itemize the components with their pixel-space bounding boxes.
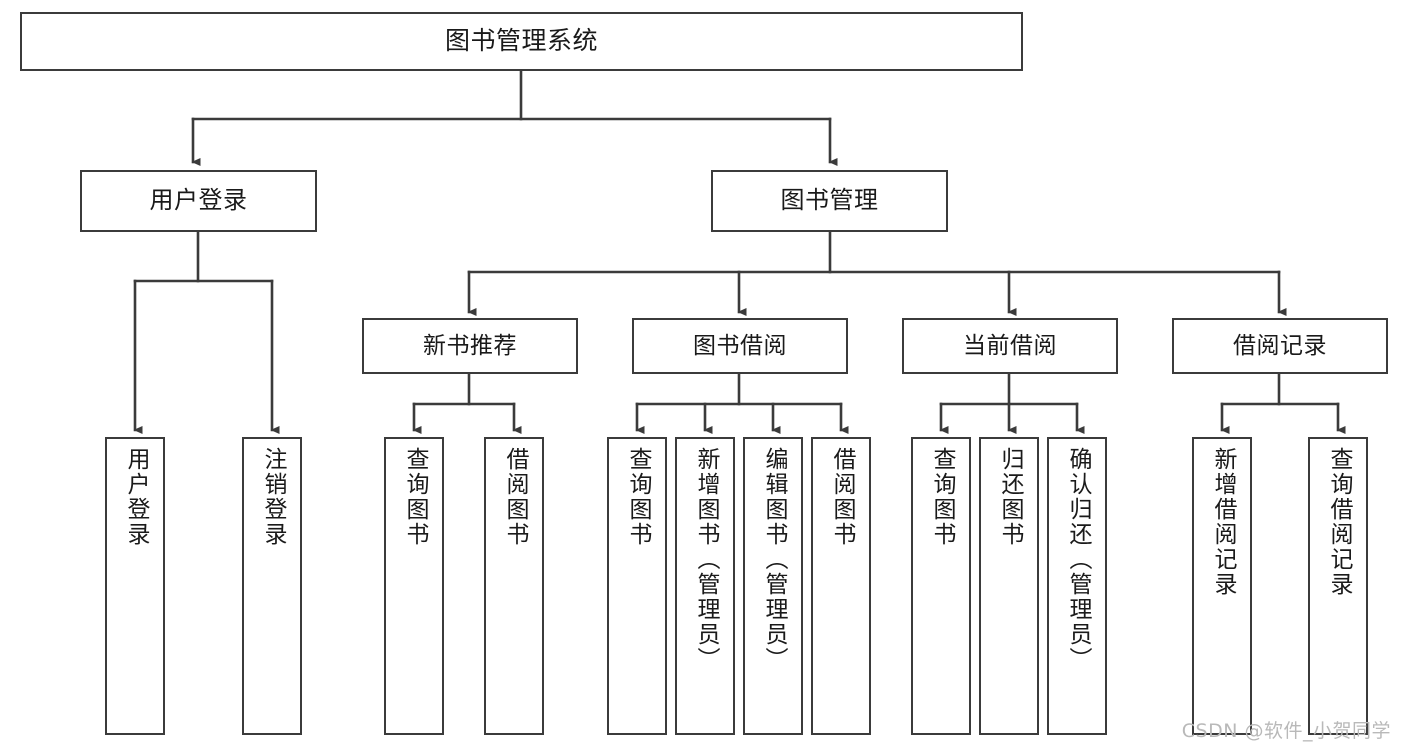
node-leaf-query-record[interactable]: 查询借阅记录	[1308, 437, 1368, 735]
node-leaf-add-record-label: 新增借阅记录	[1209, 447, 1236, 597]
node-leaf-edit-book[interactable]: 编辑图书（管理员）	[743, 437, 803, 735]
node-leaf-user-login-label: 用户登录	[122, 447, 149, 547]
node-leaf-confirm-return-label: 确认归还（管理员）	[1064, 447, 1091, 672]
node-leaf-query-book-1[interactable]: 查询图书	[384, 437, 444, 735]
node-leaf-borrow-book-2-label: 借阅图书	[828, 447, 855, 547]
node-borrow-record[interactable]: 借阅记录	[1172, 318, 1388, 374]
node-leaf-add-book-label: 新增图书（管理员）	[692, 447, 719, 672]
node-leaf-query-book-3[interactable]: 查询图书	[911, 437, 971, 735]
node-leaf-return-book[interactable]: 归还图书	[979, 437, 1039, 735]
node-user-login[interactable]: 用户登录	[80, 170, 317, 232]
node-book-management-label: 图书管理	[780, 186, 879, 215]
node-borrow-record-label: 借阅记录	[1233, 332, 1327, 359]
node-leaf-confirm-return[interactable]: 确认归还（管理员）	[1047, 437, 1107, 735]
node-book-borrow[interactable]: 图书借阅	[632, 318, 848, 374]
node-leaf-return-book-label: 归还图书	[996, 447, 1023, 547]
node-new-book-recommend-label: 新书推荐	[423, 332, 517, 359]
node-book-management[interactable]: 图书管理	[711, 170, 948, 232]
node-book-borrow-label: 图书借阅	[693, 332, 787, 359]
node-leaf-user-logout-label: 注销登录	[259, 447, 286, 547]
node-leaf-user-logout[interactable]: 注销登录	[242, 437, 302, 735]
node-root-system[interactable]: 图书管理系统	[20, 12, 1023, 71]
node-new-book-recommend[interactable]: 新书推荐	[362, 318, 578, 374]
node-leaf-query-book-2-label: 查询图书	[624, 447, 651, 547]
node-current-borrow-label: 当前借阅	[963, 332, 1057, 359]
node-leaf-borrow-book-2[interactable]: 借阅图书	[811, 437, 871, 735]
node-leaf-borrow-book-1[interactable]: 借阅图书	[484, 437, 544, 735]
node-leaf-add-record[interactable]: 新增借阅记录	[1192, 437, 1252, 735]
node-leaf-query-book-3-label: 查询图书	[928, 447, 955, 547]
csdn-watermark: CSDN @软件_小贺同学	[1181, 720, 1391, 742]
node-leaf-add-book[interactable]: 新增图书（管理员）	[675, 437, 735, 735]
node-leaf-user-login[interactable]: 用户登录	[105, 437, 165, 735]
node-leaf-query-book-1-label: 查询图书	[401, 447, 428, 547]
node-user-login-label: 用户登录	[149, 186, 248, 215]
node-leaf-query-book-2[interactable]: 查询图书	[607, 437, 667, 735]
node-leaf-edit-book-label: 编辑图书（管理员）	[760, 447, 787, 672]
node-current-borrow[interactable]: 当前借阅	[902, 318, 1118, 374]
node-leaf-query-record-label: 查询借阅记录	[1325, 447, 1352, 597]
node-root-system-label: 图书管理系统	[444, 26, 598, 56]
node-leaf-borrow-book-1-label: 借阅图书	[501, 447, 528, 547]
